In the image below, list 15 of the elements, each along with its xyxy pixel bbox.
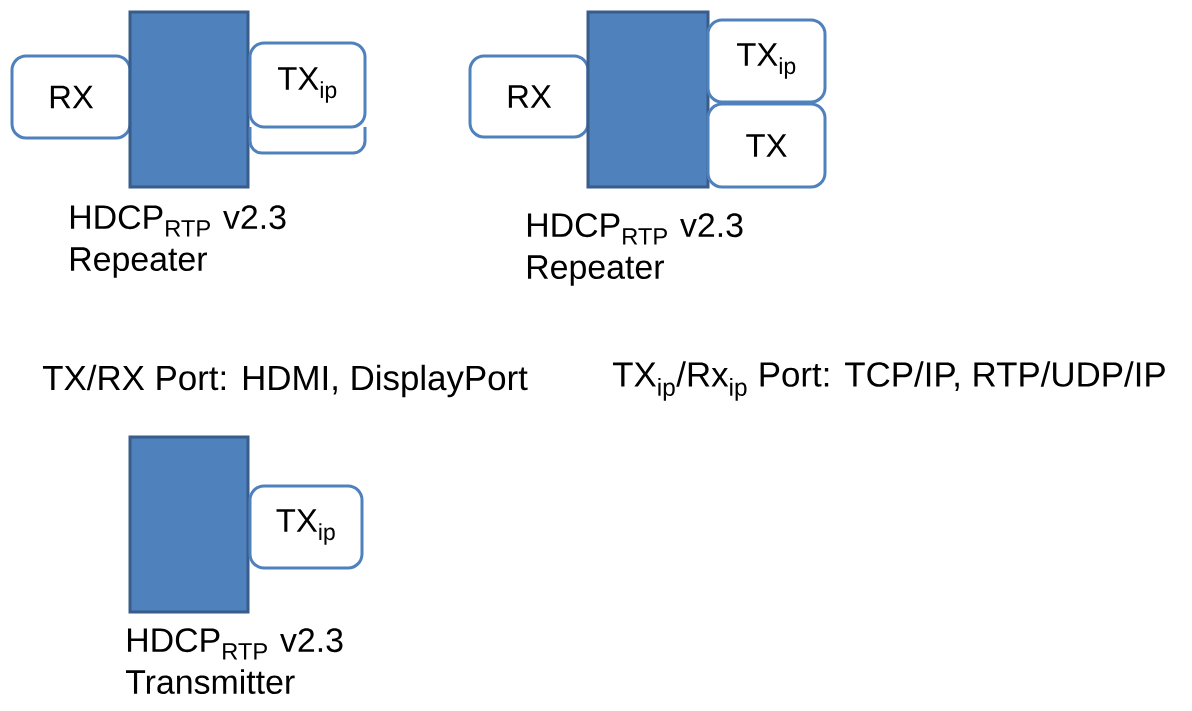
port-box: TX$_{ip}$: [248, 41, 367, 129]
device-caption: HDCP$_{RTP}$ v2.3 Transmitter: [125, 628, 343, 694]
port-box: RX: [468, 54, 590, 139]
port-box: TX$_{ip}$: [248, 484, 364, 570]
port-note: TX$_{ip}$/Rx$_{ip}$ Port: TCP/IP, RTP/UDP/IP: [613, 361, 1165, 401]
device-block: [128, 435, 250, 614]
device-caption: HDCP$_{RTP}$ v2.3 Repeater: [71, 205, 286, 278]
port-note: TX/RX Port: HDMI, DisplayPort: [43, 364, 528, 398]
device-caption: HDCP$_{RTP}$ v2.3 Repeater: [528, 213, 743, 286]
device-block: [586, 10, 710, 189]
port-box: TX$_{ip}$: [706, 18, 827, 104]
port-box: TX: [706, 102, 827, 189]
port-box: RX: [10, 54, 132, 140]
device-block: [128, 10, 250, 189]
stacked-port-box: [248, 127, 367, 155]
